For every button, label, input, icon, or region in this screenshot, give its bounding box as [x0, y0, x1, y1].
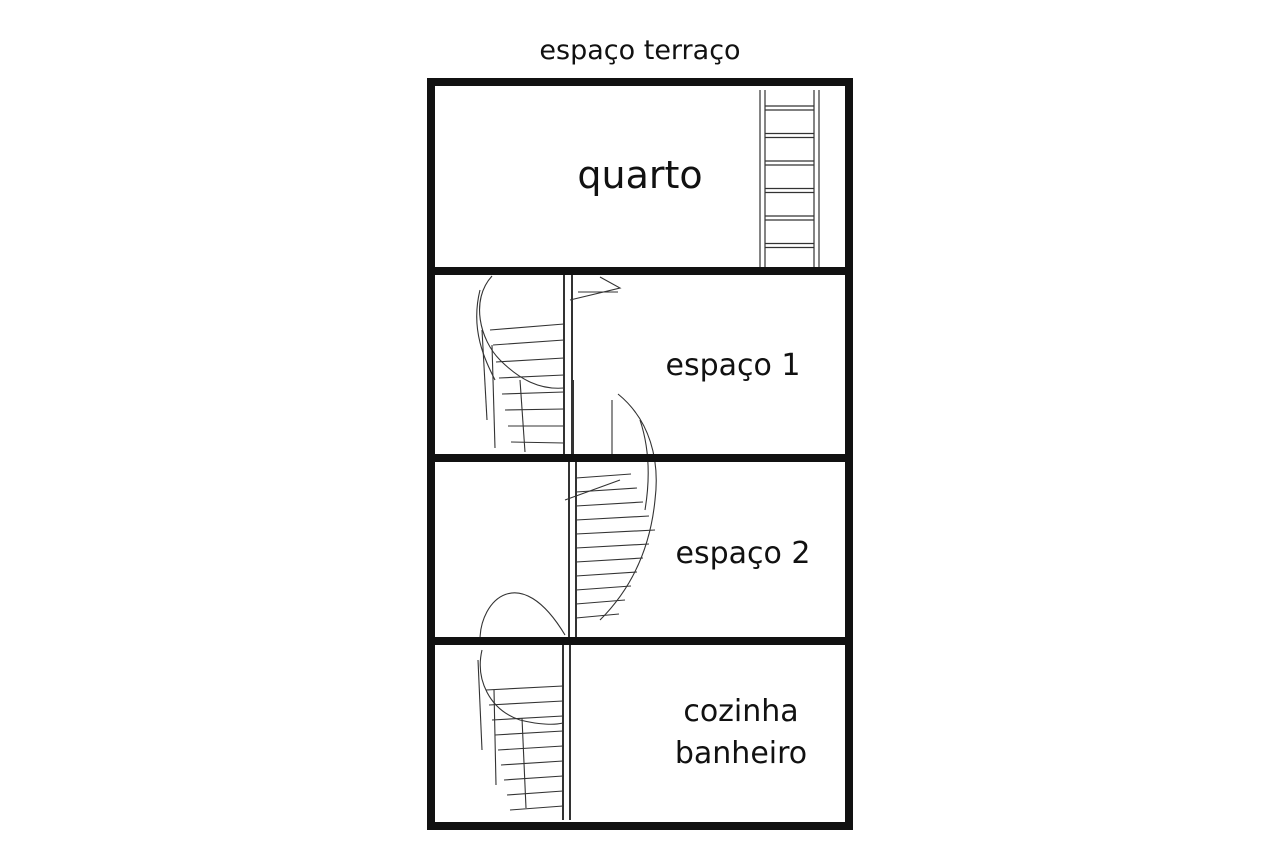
stair-tread: [495, 357, 565, 363]
stair-tread: [575, 557, 644, 563]
stair-tread: [575, 543, 650, 549]
building-frame: [427, 78, 853, 830]
label-espaco-1: espaço 1: [666, 348, 801, 383]
stair-tread: [575, 613, 620, 619]
stair-tread: [498, 374, 565, 379]
label-espaco-2: espaço 2: [676, 536, 811, 571]
label-banheiro: banheiro: [675, 736, 807, 771]
stair-tread: [501, 391, 565, 395]
stair-tread: [494, 730, 564, 736]
stair-tread: [488, 700, 564, 706]
stair-tread: [575, 585, 632, 591]
stair-tread: [506, 790, 564, 796]
stair-tread: [503, 775, 564, 781]
stair-tread: [575, 501, 644, 507]
stair-tread: [575, 515, 650, 521]
stair-tread: [509, 805, 564, 811]
label-cozinha: cozinha: [683, 694, 798, 729]
spiral-stair-upper: [476, 275, 622, 455]
label-terrace: espaço terraço: [539, 35, 740, 66]
stair-tread: [492, 339, 565, 346]
stair-tread: [575, 571, 638, 577]
stair-tread: [489, 323, 565, 331]
stair-tread: [575, 529, 656, 535]
stair-tread: [485, 685, 564, 691]
spiral-stair-lower: [477, 645, 571, 820]
stair-tread: [500, 760, 564, 766]
stair-tread: [575, 487, 638, 493]
spiral-stair-middle: [479, 380, 657, 641]
stair-tread: [575, 599, 626, 605]
label-quarto: quarto: [577, 153, 702, 197]
stair-tread: [497, 745, 564, 751]
stair-tread: [510, 441, 565, 444]
stair-tread: [504, 408, 565, 411]
ladder: [759, 90, 820, 268]
stair-tread: [575, 473, 632, 479]
stair-tread: [491, 715, 564, 721]
